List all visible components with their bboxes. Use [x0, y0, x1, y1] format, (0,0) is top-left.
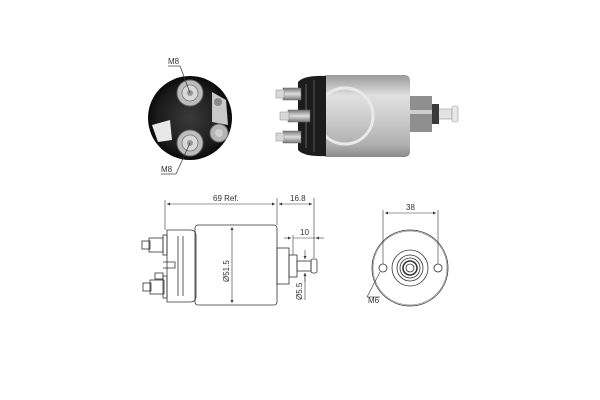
photo-side-view — [275, 75, 459, 157]
plunger-boss-outline — [276, 247, 290, 285]
drawing-end-labels: 38 M6 — [368, 203, 415, 305]
mount-hole-left — [378, 263, 388, 273]
dim-body-diameter: Ø51.5 — [222, 260, 231, 282]
terminal-nut-top — [282, 87, 302, 101]
dim-plunger-tip: 10 — [300, 228, 309, 237]
drawing-side-labels: 69 Ref. 16.8 10 Ø51.5 Ø5.5 — [213, 194, 309, 300]
plunger-seal — [430, 104, 439, 124]
terminal-nut-bottom — [282, 130, 302, 144]
drawing-side-view — [141, 198, 324, 306]
terminal-top-outline — [148, 237, 164, 253]
dim-plunger-extension: 16.8 — [290, 194, 306, 203]
boss-ring-outer — [391, 249, 429, 287]
terminal-screw — [214, 98, 222, 106]
end-outline — [371, 229, 449, 307]
plunger-tip-outline — [310, 258, 318, 274]
insulator-left — [152, 120, 172, 142]
photo-end-view: M8 M8 — [148, 57, 232, 175]
dim-plunger-diameter: Ø5.5 — [295, 282, 304, 300]
cap-black — [298, 75, 326, 157]
dim-length-ref: 69 Ref. — [213, 194, 239, 203]
body-can — [322, 75, 410, 157]
body-outline — [194, 224, 278, 306]
plunger-tip — [437, 108, 453, 120]
cap-outline — [166, 229, 197, 303]
terminal-nut-mid — [287, 109, 311, 123]
label-thread-top: M8 — [168, 57, 180, 66]
label-thread-bottom: M8 — [161, 165, 173, 174]
dim-hole-spacing: 38 — [406, 203, 415, 212]
terminal-bottom-outline — [149, 279, 165, 295]
mount-hole-right — [433, 263, 443, 273]
drawing-end-view — [366, 210, 449, 307]
label-mount-thread: M6 — [368, 296, 380, 305]
